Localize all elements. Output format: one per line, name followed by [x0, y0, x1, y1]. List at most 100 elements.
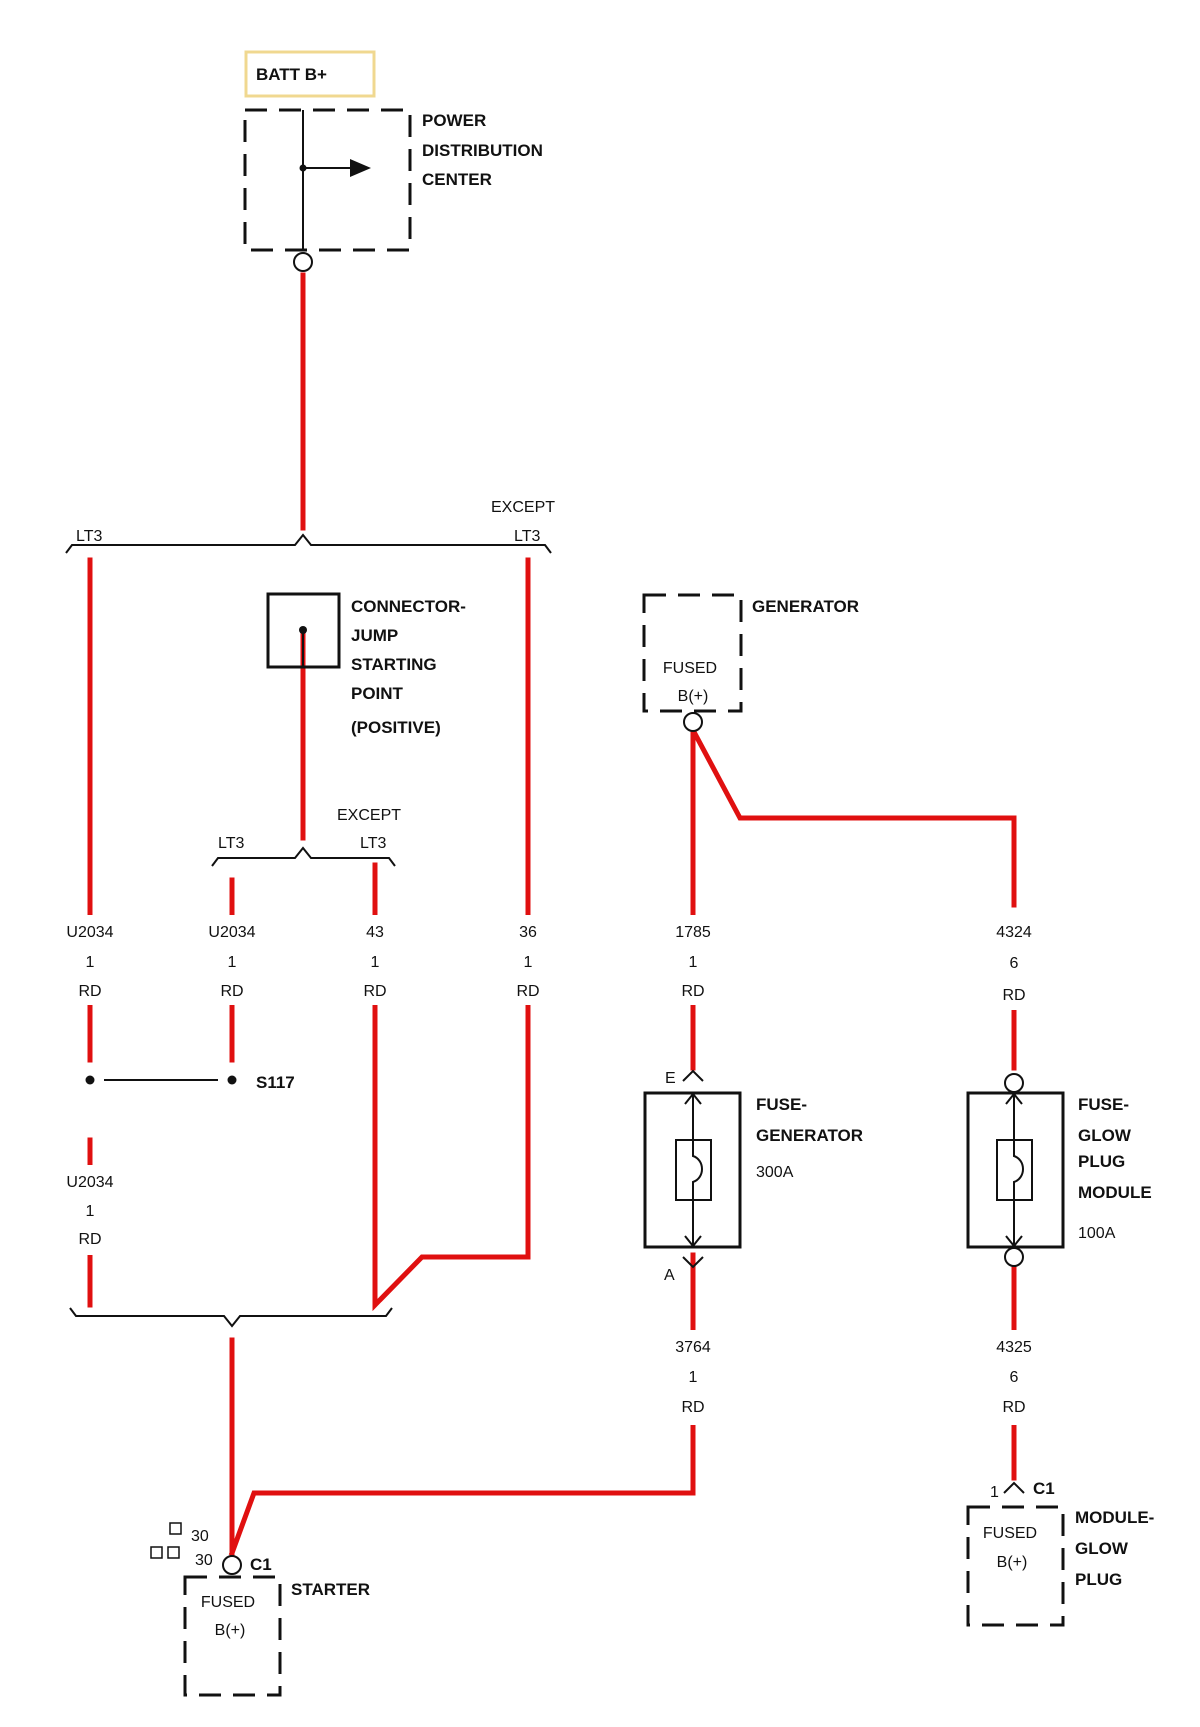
fuse-glow-label-2: GLOW [1078, 1126, 1132, 1145]
fuse-glow-top-terminal [1004, 1073, 1024, 1093]
starter-pin-icon [150, 1546, 163, 1559]
wire-circuit: U2034 [208, 924, 255, 941]
wire-label-row [55, 915, 1045, 1425]
generator-bplus-label: B(+) [678, 688, 709, 705]
fuse-glow-box [966, 1091, 1065, 1249]
starter-fused-label: FUSED [201, 1594, 255, 1611]
fuse-glow-label-4: MODULE [1078, 1183, 1152, 1202]
fuse-generator-rating: 300A [756, 1164, 794, 1181]
glow-module-bplus-label: B(+) [997, 1554, 1028, 1571]
wire-gauge: 1 [689, 954, 698, 971]
wire-gauge: 6 [1010, 1369, 1019, 1386]
glow-module-pin-icon [1003, 1481, 1025, 1494]
wire-circuit: 36 [519, 924, 537, 941]
top-branch-bracket [65, 533, 552, 554]
fuse-generator-pin-a-icon [682, 1256, 704, 1269]
generator-box [642, 593, 743, 713]
wire-color: RD [681, 1399, 704, 1416]
wire-gauge: 1 [371, 954, 380, 971]
wire-circuit: U2034 [66, 1174, 113, 1191]
fuse-generator-pin-e-icon [682, 1069, 704, 1082]
wire-color: RD [681, 983, 704, 1000]
wire-gauge: 1 [228, 954, 237, 971]
pdc-node [299, 164, 307, 172]
wire-circuit: 43 [366, 924, 384, 941]
pdc-terminal [293, 252, 313, 272]
glow-module-label-1: MODULE- [1075, 1508, 1154, 1527]
top-right-branch-label-1: EXCEPT [491, 499, 555, 516]
mid-left-branch-label: LT3 [218, 835, 244, 852]
generator-fused-label: FUSED [663, 660, 717, 677]
fuse-generator-arrow-down-icon [684, 1235, 702, 1248]
jump-label-3: STARTING [351, 655, 437, 674]
wire-4324-top [689, 726, 1017, 908]
wire-circuit: 3764 [675, 1339, 711, 1356]
wire-circuit: 4325 [996, 1339, 1032, 1356]
wire-43-36 [372, 557, 531, 1312]
glow-module-label-3: PLUG [1075, 1570, 1122, 1589]
splice-node-left [85, 1075, 95, 1085]
wire-3764 [228, 1412, 696, 1557]
generator-terminal [683, 712, 703, 732]
wire-color: RD [1002, 1399, 1025, 1416]
wire-gauge: 1 [524, 954, 533, 971]
mid-branch-bracket [211, 846, 396, 867]
starter-pin-icon [167, 1546, 180, 1559]
fuse-generator-symbol-icon [692, 1140, 703, 1200]
wire-color: RD [363, 983, 386, 1000]
glow-module-box [966, 1505, 1065, 1627]
jump-label-4: POINT [351, 684, 404, 703]
glow-module-connector: C1 [1033, 1479, 1055, 1498]
fuse-glow-arrow-down-icon [1005, 1235, 1023, 1248]
fuse-generator-pin-a: A [664, 1267, 675, 1284]
wire-color: RD [1002, 987, 1025, 1004]
fuse-glow-arrow-up-icon [1005, 1092, 1023, 1105]
splice-node-right [227, 1075, 237, 1085]
pdc-arrow-icon [350, 159, 371, 177]
wire-color: RD [78, 1231, 101, 1248]
top-left-branch-label: LT3 [76, 528, 102, 545]
jump-label-5: (POSITIVE) [351, 718, 441, 737]
starter-pin-label: 30 [195, 1552, 213, 1569]
pdc-label-1: POWER [422, 111, 486, 130]
fuse-glow-rating: 100A [1078, 1225, 1116, 1242]
wire-circuit: U2034 [66, 924, 113, 941]
wire-color: RD [516, 983, 539, 1000]
mid-right-branch-label-2: LT3 [360, 835, 386, 852]
fuse-glow-label-1: FUSE- [1078, 1095, 1129, 1114]
wire-gauge: 1 [86, 954, 95, 971]
batt-box [244, 50, 376, 98]
glow-module-pin: 1 [990, 1484, 999, 1501]
lower-branch-bracket [69, 1307, 393, 1328]
wire-gauge: 1 [689, 1369, 698, 1386]
starter-pin-label: 30 [191, 1528, 209, 1545]
wire-circuit: 1785 [675, 924, 711, 941]
wire-circuit: 4324 [996, 924, 1032, 941]
red-wires [87, 272, 1017, 1557]
wire-color: RD [78, 983, 101, 1000]
wire-color: RD [220, 983, 243, 1000]
fuse-generator-arrow-up-icon [684, 1092, 702, 1105]
fuse-generator-label-2: GENERATOR [756, 1126, 863, 1145]
starter-terminal [222, 1555, 242, 1575]
glow-module-label-2: GLOW [1075, 1539, 1129, 1558]
fuse-glow-symbol-icon [1013, 1140, 1024, 1200]
pdc-label-2: DISTRIBUTION [422, 141, 543, 160]
top-right-branch-label-2: LT3 [514, 528, 540, 545]
batt-label: BATT B+ [256, 65, 327, 84]
fuse-generator-label-1: FUSE- [756, 1095, 807, 1114]
pdc-box [243, 108, 412, 252]
fuse-glow-bottom-terminal [1004, 1247, 1024, 1267]
fuse-generator-pin-e: E [665, 1070, 676, 1087]
generator-label: GENERATOR [752, 597, 859, 616]
jump-label-2: JUMP [351, 626, 398, 645]
starter-bplus-label: B(+) [215, 1622, 246, 1639]
wire-gauge: 1 [86, 1203, 95, 1220]
splice-label: S117 [256, 1073, 295, 1092]
pdc-label-3: CENTER [422, 170, 492, 189]
starter-box [183, 1575, 282, 1697]
jump-label-1: CONNECTOR- [351, 597, 466, 616]
starter-pin-icon [169, 1522, 182, 1535]
mid-right-branch-label-1: EXCEPT [337, 807, 401, 824]
